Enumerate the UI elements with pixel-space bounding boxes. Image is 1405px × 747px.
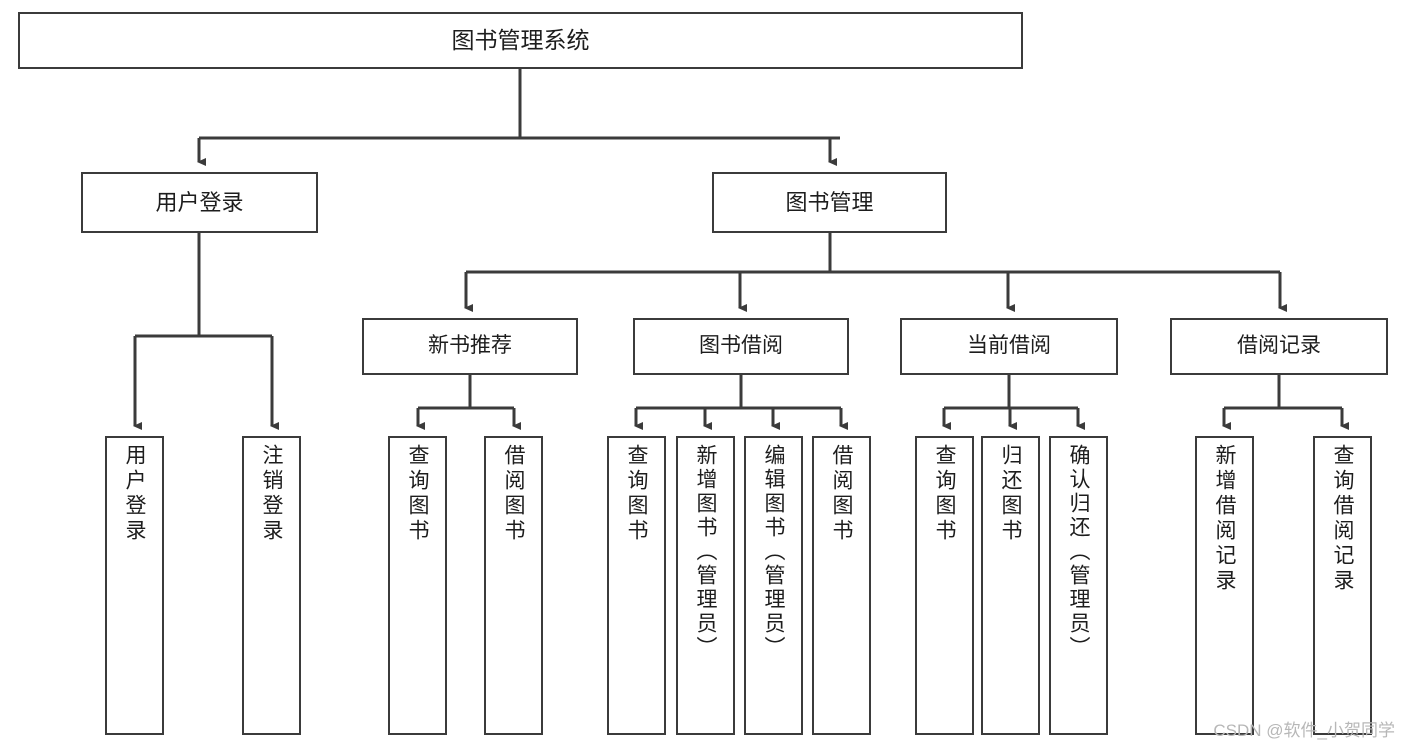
node-book-borrow[interactable]: 图书借阅 xyxy=(633,318,849,375)
node-label: 归还图书 xyxy=(999,444,1022,544)
node-label: 新增借阅记录 xyxy=(1213,444,1236,594)
leaf-node-logout[interactable]: 注销登录 xyxy=(242,436,301,735)
leaf-node-query-book-3[interactable]: 查询图书 xyxy=(915,436,974,735)
leaf-node-user-login[interactable]: 用户登录 xyxy=(105,436,164,735)
node-label: 借阅记录 xyxy=(1237,334,1321,358)
node-user-login[interactable]: 用户登录 xyxy=(81,172,318,233)
node-label: 新增图书（管理员） xyxy=(694,444,717,660)
node-label: 查询图书 xyxy=(406,444,429,544)
node-label: 查询图书 xyxy=(933,444,956,544)
node-label: 用户登录 xyxy=(155,189,244,215)
leaf-node-query-borrow-record[interactable]: 查询借阅记录 xyxy=(1313,436,1372,735)
leaf-node-borrow-book-1[interactable]: 借阅图书 xyxy=(484,436,543,735)
node-label: 图书管理系统 xyxy=(451,27,590,54)
watermark-text: CSDN @软件_小贺同学 xyxy=(1213,721,1395,740)
node-label: 确认归还（管理员） xyxy=(1067,444,1090,660)
node-label: 用户登录 xyxy=(123,444,146,544)
node-new-book-recommend[interactable]: 新书推荐 xyxy=(362,318,578,375)
leaf-node-edit-book-admin[interactable]: 编辑图书（管理员） xyxy=(744,436,803,735)
node-current-borrow[interactable]: 当前借阅 xyxy=(900,318,1118,375)
leaf-node-confirm-return-admin[interactable]: 确认归还（管理员） xyxy=(1049,436,1108,735)
leaf-node-query-book-1[interactable]: 查询图书 xyxy=(388,436,447,735)
node-label: 编辑图书（管理员） xyxy=(762,444,785,660)
node-label: 图书借阅 xyxy=(699,334,783,358)
node-label: 新书推荐 xyxy=(428,334,512,358)
leaf-node-add-borrow-record[interactable]: 新增借阅记录 xyxy=(1195,436,1254,735)
node-label: 注销登录 xyxy=(260,444,283,544)
leaf-node-return-book[interactable]: 归还图书 xyxy=(981,436,1040,735)
node-book-management[interactable]: 图书管理 xyxy=(712,172,947,233)
node-label: 借阅图书 xyxy=(502,444,525,544)
node-root-system[interactable]: 图书管理系统 xyxy=(18,12,1023,69)
leaf-node-query-book-2[interactable]: 查询图书 xyxy=(607,436,666,735)
node-label: 当前借阅 xyxy=(967,334,1051,358)
node-label: 借阅图书 xyxy=(830,444,853,544)
node-borrow-record[interactable]: 借阅记录 xyxy=(1170,318,1388,375)
leaf-node-borrow-book-2[interactable]: 借阅图书 xyxy=(812,436,871,735)
node-label: 查询图书 xyxy=(625,444,648,544)
node-label: 查询借阅记录 xyxy=(1331,444,1354,594)
node-label: 图书管理 xyxy=(785,189,874,215)
leaf-node-add-book-admin[interactable]: 新增图书（管理员） xyxy=(676,436,735,735)
